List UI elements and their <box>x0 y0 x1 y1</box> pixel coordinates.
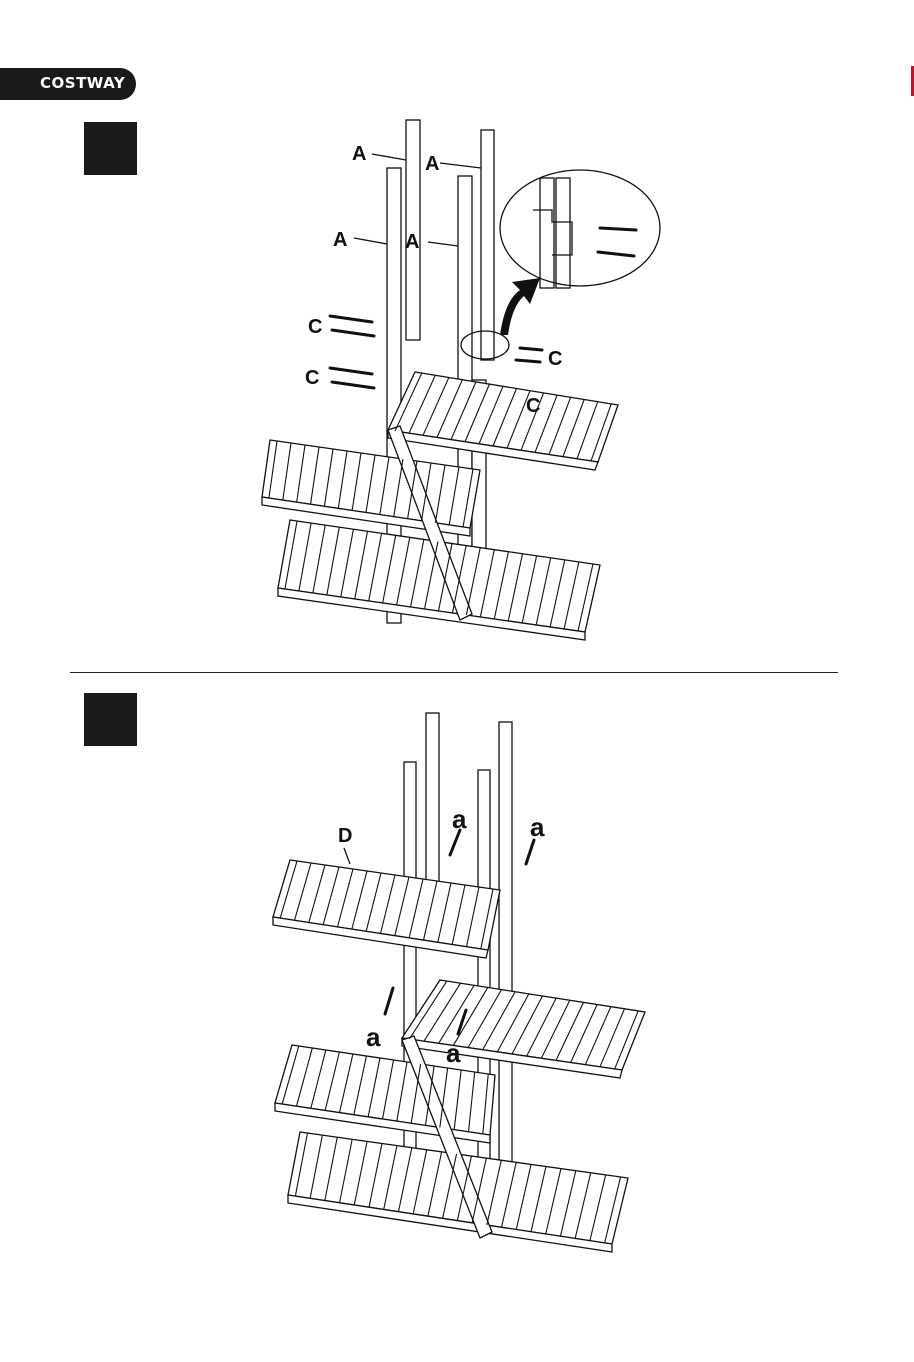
label-screw-a-2: a <box>530 812 545 842</box>
label-shelf-d: D <box>338 825 352 847</box>
label-screw-a-4: a <box>446 1038 461 1068</box>
label-screw-a-1: a <box>452 804 467 834</box>
label-screw-a-3: a <box>366 1022 381 1052</box>
